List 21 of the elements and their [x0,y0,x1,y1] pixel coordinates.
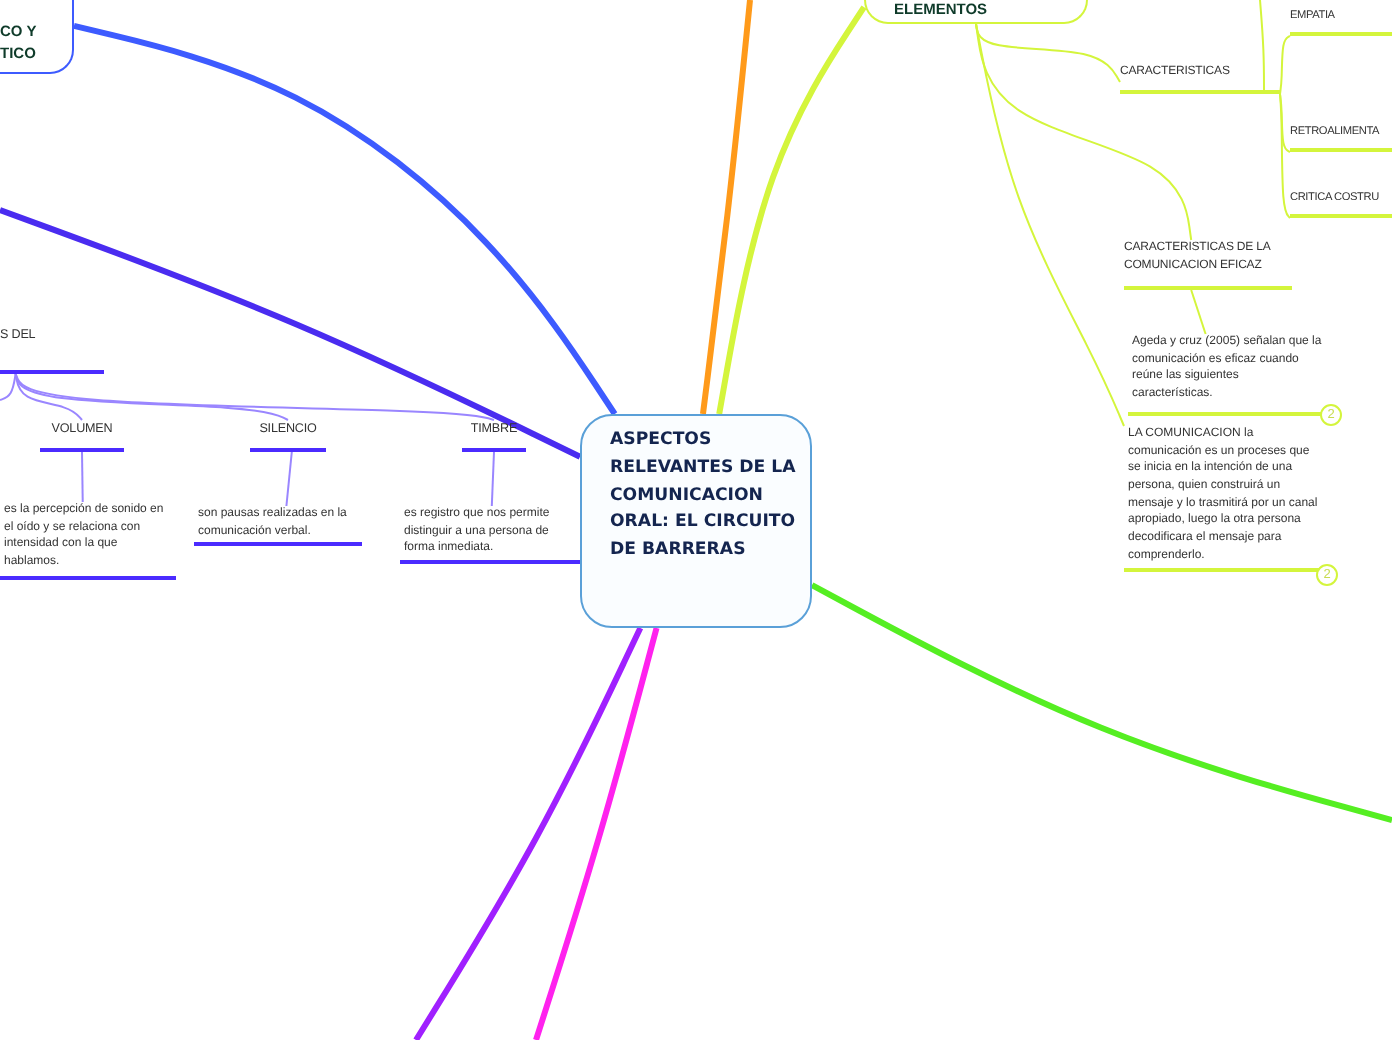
central-topic-box: ASPECTOS RELEVANTES DE LA COMUNICACION ORAL: EL CIRCUITO DE BARRERAS [580,414,812,628]
connector-line [14,373,289,421]
connector-line [975,23,1193,241]
connector-line [73,23,618,416]
connector-line [81,451,84,503]
branch-line [413,626,644,1040]
branch-line [1259,0,1265,95]
branch-line [0,207,582,460]
branch-line [533,627,660,1040]
connector-line [716,5,867,415]
connector-line [1279,93,1291,153]
branch-line [810,582,1392,823]
connector-line [1190,289,1207,335]
connector-line [975,23,1125,427]
connector-line [490,451,495,507]
connector-line [285,451,293,507]
branch-line [700,0,753,415]
connector-line [1279,35,1291,95]
connector-line [1279,93,1291,219]
connector-line [14,373,495,421]
branch-line [0,373,17,401]
